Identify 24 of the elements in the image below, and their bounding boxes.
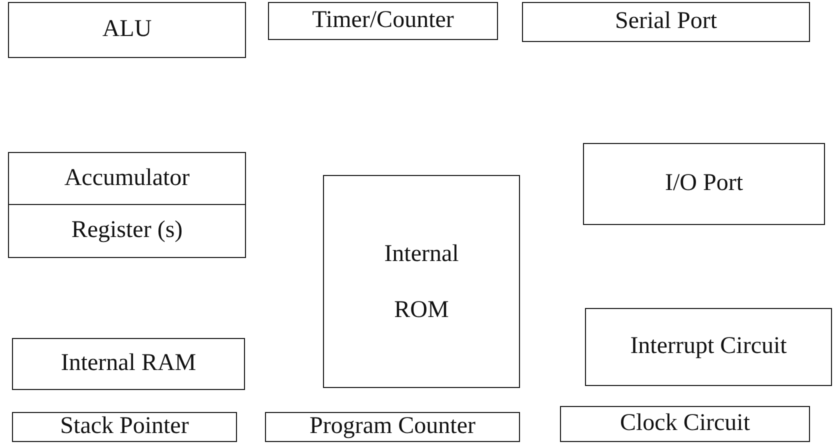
component-box bbox=[8, 204, 246, 258]
component-label: Interrupt Circuit bbox=[630, 333, 787, 361]
component-label: I/O Port bbox=[665, 170, 743, 198]
component-box bbox=[8, 152, 246, 205]
component-box bbox=[522, 2, 810, 42]
component-label: Serial Port bbox=[615, 8, 717, 36]
component-box bbox=[12, 338, 245, 390]
component-box bbox=[585, 308, 832, 386]
component-box bbox=[8, 2, 246, 58]
component-label: ALU bbox=[102, 16, 152, 44]
component-box bbox=[560, 406, 810, 442]
component-label: Accumulator bbox=[64, 164, 190, 192]
component-label: Internal ROM bbox=[383, 240, 460, 324]
component-box bbox=[268, 2, 498, 40]
component-label: Clock Circuit bbox=[620, 410, 750, 438]
component-box bbox=[323, 175, 520, 388]
component-label: Timer/Counter bbox=[312, 7, 454, 35]
component-box bbox=[12, 412, 237, 442]
component-label: Stack Pointer bbox=[60, 413, 189, 441]
component-label: Program Counter bbox=[310, 413, 476, 441]
component-label: Register (s) bbox=[71, 217, 183, 245]
component-label: Internal RAM bbox=[60, 350, 196, 378]
component-box bbox=[583, 143, 825, 225]
component-box bbox=[265, 412, 520, 442]
